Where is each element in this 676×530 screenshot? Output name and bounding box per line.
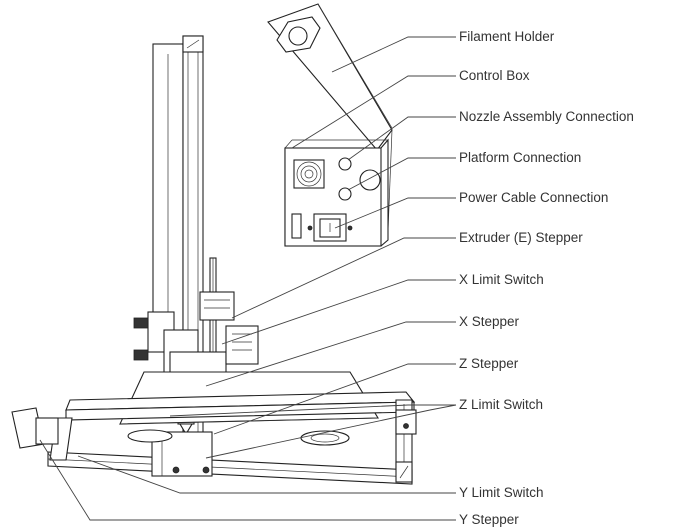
label-x-stepper: X Stepper xyxy=(459,314,520,329)
control-box-part xyxy=(284,138,389,247)
label-extruder-stepper: Extruder (E) Stepper xyxy=(459,230,583,245)
leader-lines xyxy=(39,36,457,521)
label-z-limit-switch: Z Limit Switch xyxy=(459,397,544,412)
label-filament-holder: Filament Holder xyxy=(459,29,555,44)
label-control-box: Control Box xyxy=(459,68,530,83)
label-nozzle-assembly-connection: Nozzle Assembly Connection xyxy=(459,109,634,124)
label-x-limit-switch: X Limit Switch xyxy=(459,272,544,287)
label-power-cable-connection: Power Cable Connection xyxy=(459,190,609,205)
label-y-limit-switch: Y Limit Switch xyxy=(459,485,544,500)
label-platform-connection: Platform Connection xyxy=(459,150,582,165)
label-z-stepper: Z Stepper xyxy=(459,356,519,371)
base-frame-part xyxy=(11,391,417,485)
label-y-stepper: Y Stepper xyxy=(459,512,519,527)
filament-holder-part xyxy=(267,3,393,239)
